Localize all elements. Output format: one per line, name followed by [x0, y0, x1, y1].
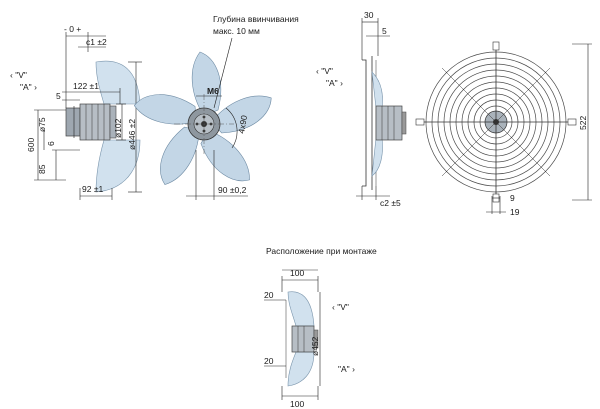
dim-d452: ø452 — [310, 336, 320, 356]
dim-5: 5 — [56, 91, 61, 101]
dim-19: 19 — [510, 207, 520, 217]
front-view-guard: 522 9 19 — [415, 41, 592, 217]
dim-d102: ø102 — [113, 118, 123, 138]
motor-flange — [65, 107, 81, 137]
blade-2 — [211, 95, 272, 134]
dim-4x90: 4x90 — [236, 114, 249, 134]
dim-522: 522 — [578, 116, 588, 130]
dim-d75: ø75 — [37, 117, 47, 132]
dim-30: 30 — [364, 10, 374, 20]
side-view-fan: - 0 + c1 ±2 122 ±1 5 ø75 ø102 ø446 ±2 60… — [10, 24, 142, 200]
dim-minus-zero-plus: - 0 + — [64, 24, 81, 34]
blade-5 — [133, 94, 197, 125]
dim-c2: c2 ±5 — [380, 198, 401, 208]
dim-6: 6 — [46, 141, 56, 146]
rotor-disk — [109, 105, 117, 139]
motor-housing-guard — [375, 105, 403, 141]
blade-upper-guard — [371, 71, 383, 109]
label-a-left: "A" › — [20, 82, 37, 92]
dim-100-top: 100 — [290, 268, 304, 278]
mount-blade-upper — [287, 291, 315, 327]
motor-housing — [79, 103, 111, 141]
blade-lower-guard — [371, 137, 383, 177]
dim-c1: c1 ±2 — [86, 37, 107, 47]
dim-85: 85 — [37, 164, 47, 174]
blade-4 — [160, 126, 200, 185]
note-screw-depth-line2: макс. 10 мм — [213, 26, 260, 36]
blade-1 — [191, 51, 222, 117]
side-view-guard: 30 5 c2 ±5 ‹ "V" "A" › — [316, 10, 407, 208]
dim-d446: ø446 ±2 — [127, 119, 137, 150]
dim-20-bottom: 20 — [264, 356, 274, 366]
front-view-blades: Глубина ввинчивания макс. 10 мм M6 4x90 … — [133, 14, 299, 200]
label-a-mount: "A" › — [338, 364, 355, 374]
dim-m6: M6 — [207, 86, 219, 96]
mount-blade-lower — [287, 351, 315, 387]
label-v-mount: ‹ "V" — [332, 302, 349, 312]
dim-122: 122 ±1 — [73, 81, 99, 91]
mounting-title: Расположение при монтаже — [266, 246, 377, 256]
dim-90: 90 ±0,2 — [218, 185, 247, 195]
dim-100-bottom: 100 — [290, 399, 304, 409]
dim-5-guard: 5 — [382, 26, 387, 36]
dim-92: 92 ±1 — [82, 184, 103, 194]
dim-9: 9 — [510, 193, 515, 203]
dim-600: 600 — [26, 138, 36, 152]
blade-3 — [200, 130, 250, 182]
note-screw-depth-line1: Глубина ввинчивания — [213, 14, 299, 24]
blade-lower-side — [95, 139, 141, 193]
label-a-guard: "A" › — [326, 78, 343, 88]
blade-upper-side — [95, 60, 141, 105]
label-v-left: ‹ "V" — [10, 70, 27, 80]
mounting-position: Расположение при монтаже 100 20 ø452 20 … — [264, 246, 377, 409]
dim-20-top: 20 — [264, 290, 274, 300]
label-v-guard: ‹ "V" — [316, 66, 333, 76]
